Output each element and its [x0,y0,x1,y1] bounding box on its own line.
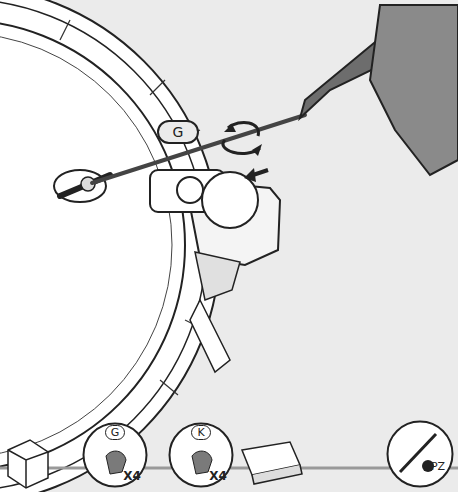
tab [190,300,230,372]
ring-inner-edge [0,33,172,457]
arrow-head [224,124,236,132]
tool-circle: PZ [386,420,454,488]
part-circle: G X4 [82,422,148,488]
ring-ribs [60,20,205,448]
outline-shape [158,121,198,143]
part-letter: G [173,125,184,139]
part-circle: K X4 [168,422,234,488]
part-icon [106,451,126,474]
outline-shape [388,422,453,487]
ring-inner [0,20,185,470]
drum-ring [0,0,220,492]
box-edge [8,450,48,488]
part-icon [192,451,212,474]
quantity: X4 [209,470,227,482]
ring-edge [0,0,206,491]
callout-label: G [157,120,199,144]
cylinder-end [177,177,203,203]
screwdriver-icon [400,434,436,472]
part-letter: G [105,425,126,440]
outline-shape [84,424,147,487]
part-letter: K [191,425,210,440]
clip-side [252,465,302,484]
outline-shape [170,424,233,487]
arrow-head [244,168,256,182]
damper-knob [202,172,258,228]
hand [370,5,458,175]
box-icon [8,440,48,488]
outline [386,420,454,488]
screwdriver-shaft [92,115,305,183]
quantity: X4 [123,470,141,482]
part-letter: PZ [431,461,445,472]
arrow-head [252,144,262,156]
bracket-foot [195,252,240,300]
